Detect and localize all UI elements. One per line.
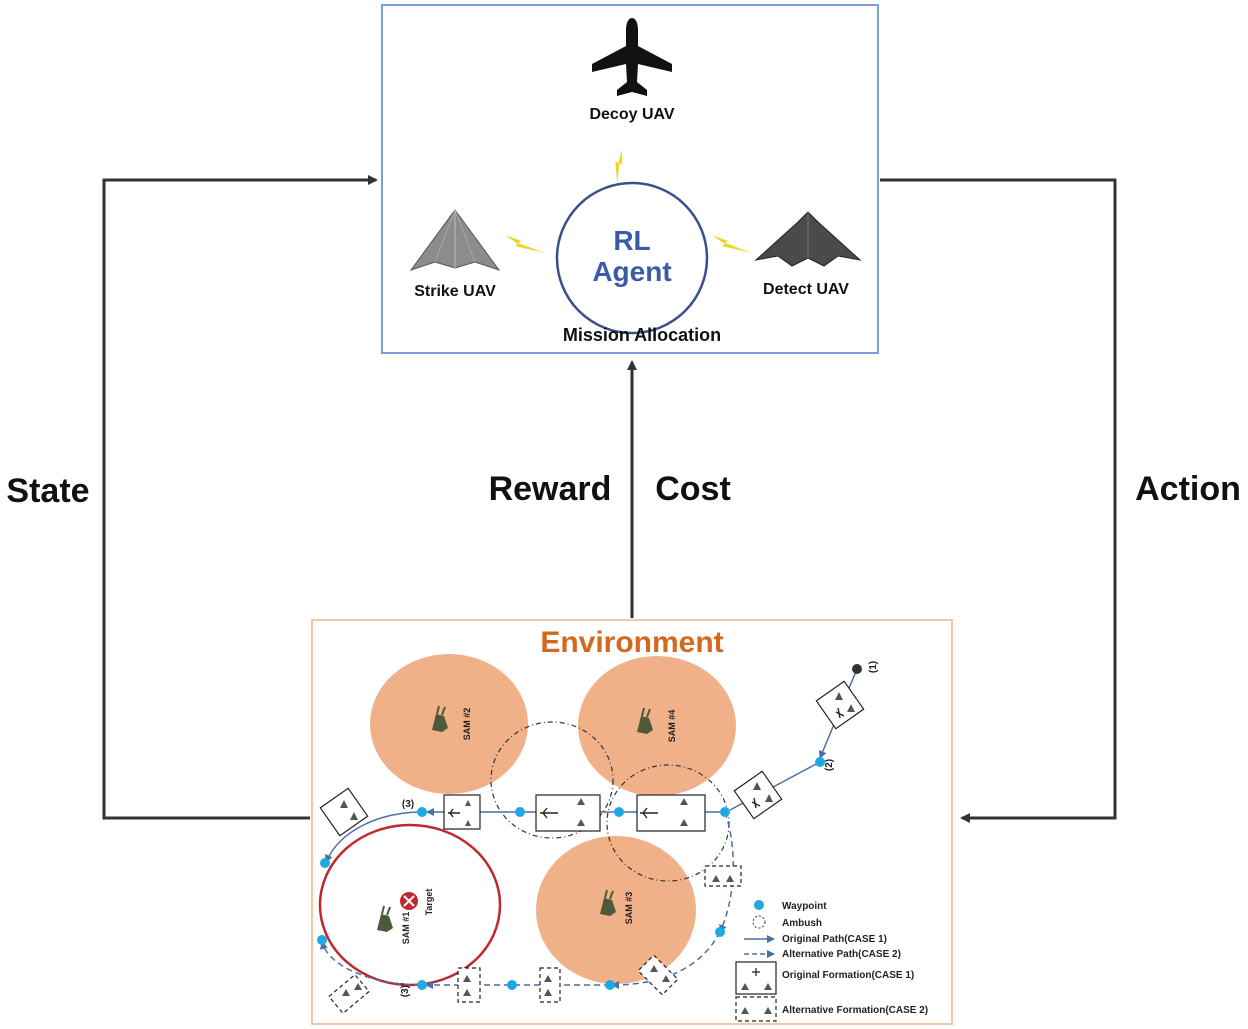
sam2-label: SAM #2	[462, 708, 472, 741]
waypoint	[720, 807, 730, 817]
airplane-icon	[592, 18, 672, 96]
decoy-uav-label: Decoy UAV	[589, 106, 674, 123]
legend-original-path: Original Path(CASE 1)	[782, 934, 887, 945]
strike-uav-label: Strike UAV	[414, 283, 496, 300]
cost-label: Cost	[655, 470, 731, 508]
waypoint	[507, 980, 517, 990]
formation-plane-glyphs	[448, 707, 845, 819]
action-loop	[880, 178, 1117, 823]
waypoint	[417, 980, 427, 990]
strike-uav-icon	[409, 209, 501, 271]
sam1-label: SAM #1	[401, 912, 411, 945]
rl-agent-line2: Agent	[592, 256, 671, 287]
mission-allocation-label: Mission Allocation	[563, 325, 721, 345]
legend-alternative-formation-icon	[735, 996, 777, 1022]
action-label: Action	[1135, 470, 1241, 508]
point3-label: (3)	[402, 799, 414, 810]
legend-alternative-formation: Alternative Formation(CASE 2)	[782, 1005, 928, 1016]
alternative-formation	[328, 865, 742, 1015]
agent-box: Decoy UAV Strike UAV RL Agent Detect UAV…	[381, 4, 879, 354]
detect-uav-icon	[754, 211, 862, 267]
waypoint	[715, 927, 725, 937]
point3alt-label: (3)'	[400, 983, 411, 998]
legend-original-formation: Original Formation(CASE 1)	[782, 970, 914, 981]
legend-waypoint-icon	[754, 900, 764, 910]
rl-agent-line1: RL	[613, 225, 650, 256]
legend: Waypoint Ambush Original Path(CASE 1) Al…	[735, 900, 928, 1022]
waypoint	[317, 935, 327, 945]
sam3-label: SAM #3	[624, 892, 634, 925]
waypoint	[320, 858, 330, 868]
reward-label: Reward	[489, 470, 612, 508]
point1-label: (1)	[868, 661, 879, 673]
legend-alternative-path: Alternative Path(CASE 2)	[782, 949, 901, 960]
target-label: Target	[424, 889, 434, 916]
waypoint	[614, 807, 624, 817]
waypoint	[605, 980, 615, 990]
target-icon	[400, 892, 418, 910]
waypoint	[417, 807, 427, 817]
sam4-label: SAM #4	[667, 710, 677, 743]
legend-waypoint: Waypoint	[782, 901, 827, 912]
environment-title: Environment	[540, 626, 723, 659]
waypoint	[815, 757, 825, 767]
state-loop	[102, 175, 378, 820]
environment-box: Environment SAM #2 SAM #4 SAM #3	[311, 619, 953, 1025]
sam-launcher-icon	[600, 889, 616, 916]
sam-zone	[578, 656, 736, 796]
point2-label: (2)	[824, 759, 835, 771]
waypoint	[515, 807, 525, 817]
start-point	[852, 664, 862, 674]
lightning-icon	[712, 235, 752, 253]
legend-ambush-icon	[752, 915, 766, 929]
state-label: State	[6, 472, 89, 510]
ambush-zone	[490, 721, 614, 839]
original-formation	[319, 680, 865, 837]
lightning-icon	[505, 235, 545, 253]
alt-formation-glyphs	[342, 875, 734, 996]
detect-uav-label: Detect UAV	[763, 281, 849, 298]
sam-launcher-icon	[377, 905, 393, 932]
waypoints	[317, 757, 825, 990]
sam-zone	[370, 654, 528, 794]
sam-zone	[536, 836, 696, 984]
lightning-icon	[615, 150, 623, 184]
sam-launcher-icon	[432, 705, 448, 732]
rl-agent-circle	[555, 181, 709, 335]
formation-glyphs	[340, 692, 855, 826]
sam-launcher-icon	[637, 707, 653, 734]
legend-ambush: Ambush	[782, 918, 822, 929]
